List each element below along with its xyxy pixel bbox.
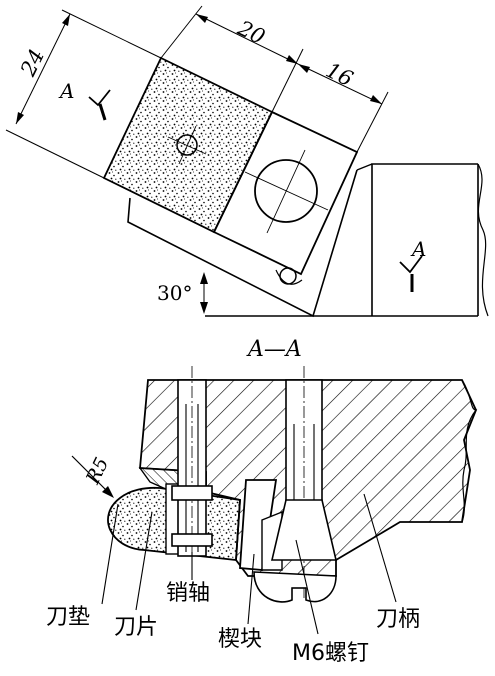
screw-center-v bbox=[266, 149, 306, 234]
top-view: 20 16 24 30° A A bbox=[5, 5, 489, 318]
section-arrow-left bbox=[88, 89, 111, 107]
dim-24-label: 24 bbox=[15, 45, 49, 80]
ext-line-2 bbox=[271, 48, 304, 113]
arrow-16a bbox=[298, 64, 310, 73]
shank-break-section bbox=[461, 379, 478, 523]
ext-line-3 bbox=[356, 91, 389, 153]
pin-center-v bbox=[178, 125, 197, 165]
ext-line-1 bbox=[160, 5, 203, 59]
arrow-24a bbox=[62, 14, 70, 26]
arrow-24b bbox=[16, 112, 24, 124]
ext-line-4 bbox=[61, 9, 162, 59]
angle-label: 30° bbox=[157, 281, 192, 305]
label-shank: 刀柄 bbox=[376, 607, 420, 632]
dim-line-20 bbox=[195, 13, 299, 65]
arrow-20b bbox=[286, 55, 298, 64]
shank-break-line bbox=[477, 163, 489, 317]
small-hole bbox=[279, 267, 297, 285]
label-wedge: 楔块 bbox=[218, 627, 262, 652]
section-mark-right: A bbox=[410, 237, 426, 261]
dim-line-24 bbox=[15, 13, 71, 125]
section-mark-left: A bbox=[58, 79, 74, 103]
section-cut-left bbox=[98, 103, 107, 121]
radius-label: R5 bbox=[82, 454, 114, 488]
label-pin: 销轴 bbox=[166, 581, 210, 606]
r5-arrow bbox=[102, 486, 114, 498]
label-screw: M6螺钉 bbox=[292, 641, 369, 666]
ext-line-5 bbox=[5, 129, 105, 179]
angle-arrow-down bbox=[200, 302, 208, 314]
screw-taper bbox=[270, 499, 338, 561]
section-title: A—A bbox=[246, 337, 302, 362]
leader-wedge bbox=[247, 553, 255, 625]
leader-shank bbox=[363, 493, 397, 603]
arrow-16b bbox=[370, 95, 382, 104]
dim-20-label: 20 bbox=[233, 15, 268, 49]
pin-foot bbox=[171, 533, 213, 547]
holder-inner-edge bbox=[356, 163, 373, 171]
leader-insert bbox=[135, 511, 153, 611]
dim-line-16 bbox=[297, 63, 383, 105]
small-hole-arc bbox=[275, 269, 303, 285]
dim-16-label: 16 bbox=[322, 58, 357, 91]
label-pad: 刀垫 bbox=[46, 605, 90, 630]
pin-head bbox=[171, 485, 213, 501]
leader-pad bbox=[101, 503, 119, 605]
arrow-20a bbox=[196, 14, 208, 23]
label-insert: 刀片 bbox=[114, 615, 158, 640]
section-arrow-right bbox=[399, 255, 423, 274]
angle-arrow-up bbox=[200, 272, 208, 284]
holder-seat bbox=[127, 169, 358, 318]
leader-screw bbox=[295, 539, 319, 635]
screw-circle bbox=[254, 159, 318, 223]
pin-circle bbox=[176, 134, 198, 156]
section-view: A—A R5 bbox=[46, 337, 478, 666]
screw-head bbox=[253, 571, 337, 603]
wedge-top bbox=[212, 110, 359, 276]
